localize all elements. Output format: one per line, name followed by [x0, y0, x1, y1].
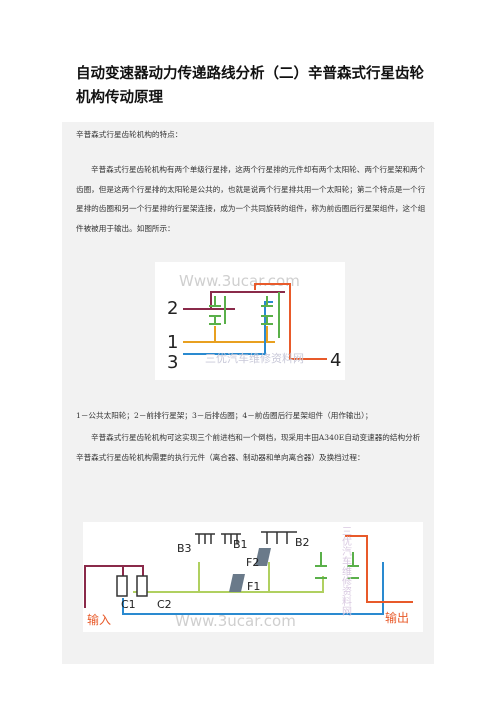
brake-symbols [195, 531, 297, 544]
label-f2: F2 [246, 556, 259, 569]
label-input: 输入 [87, 612, 111, 627]
label-output: 输出 [385, 610, 409, 625]
figure1-caption: 1－公共太阳轮；2－前排行星架；3－后排齿圈；4－前齿圈后行星架组件（用作输出）… [76, 411, 373, 420]
gearset-elements [315, 552, 359, 579]
a340e-schematic-figure: Www.3ucar.com B3 B1 B2 F1 F2 C1 C2 输入 输出… [83, 522, 423, 632]
label-b2: B2 [295, 536, 310, 549]
sun-gear-line [183, 326, 275, 343]
document-title: 自动变速器动力传递路线分析（二）辛普森式行星齿轮机构传动原理 [76, 66, 424, 106]
f2-oneway-clutch [255, 548, 271, 566]
rear-ring-line [183, 301, 273, 355]
label-4: 4 [330, 350, 341, 371]
front-carrier-line [183, 291, 285, 310]
label-c2: C2 [157, 598, 172, 611]
label-b3: B3 [177, 542, 192, 555]
figure2-watermark-side: 三优汽车维修资料网 [340, 526, 352, 617]
output-member-line [254, 283, 327, 360]
label-c1: C1 [121, 598, 136, 611]
clutch-symbols [116, 575, 148, 597]
output-shaft-line [345, 535, 413, 603]
intermediate-shaft-line [133, 562, 324, 593]
label-1: 1 [167, 332, 178, 353]
front-planetary-gears [209, 296, 226, 325]
label-b1: B1 [233, 538, 248, 551]
simpson-gearset-figure: Www.3ucar.com 2 1 3 4 三优汽车维修资料网 [155, 262, 345, 380]
blue-member-line [122, 562, 384, 615]
paragraph-a340e: 辛普森式行星齿轮机构可这实现三个前进档和一个倒档，现采用丰田A340E自动变速器… [76, 433, 421, 462]
rear-planetary-gears [261, 292, 280, 338]
label-f1: F1 [247, 580, 260, 593]
f1-oneway-clutch [229, 574, 245, 592]
label-3: 3 [167, 352, 178, 373]
paragraph-features: 辛普森式行星齿轮机构有两个单级行星排，这两个行星排的元件却有两个太阳轮、两个行星… [76, 165, 426, 233]
figure1-watermark-top: Www.3ucar.com [179, 272, 300, 290]
figure2-watermark: Www.3ucar.com [175, 612, 296, 630]
figure1-watermark-bottom: 三优汽车维修资料网 [205, 351, 304, 365]
label-2: 2 [167, 298, 178, 319]
intro-heading: 辛普森式行星齿轮机构的特点： [76, 130, 183, 139]
